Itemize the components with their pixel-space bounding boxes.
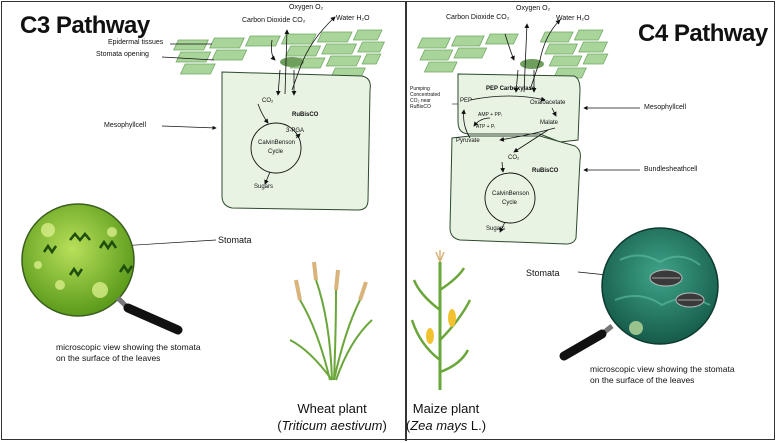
c4-oxygen-label: Oxygen O₂ (516, 5, 551, 12)
c3-water-label: Water H₂O (336, 15, 370, 22)
c4-microscope-graphic (559, 227, 719, 361)
wheat-plant-graphic (289, 261, 373, 381)
c3-caption: microscopic view showing the stomata on … (56, 342, 201, 364)
c4-caption-line2: on the surface of the leaves (590, 375, 695, 385)
c3-oxygen-label: Oxygen O₂ (289, 4, 324, 11)
c4-amp-label: AMP + PPᵢ (478, 112, 502, 118)
c3-stomata-label: Stomata (218, 235, 252, 245)
c3-stomata-opening-label: Stomata opening (96, 51, 149, 58)
c4-calvin-label: CalvinBenson (492, 191, 530, 197)
c3-rubisco-label: RuBisCO (292, 112, 319, 118)
wheat-plant-name: Wheat plant (297, 401, 367, 416)
c4-epidermis-tiles (417, 29, 609, 79)
c3-sugars-label: Sugars (254, 184, 274, 190)
c3-pga-label: 3-PGA (286, 128, 305, 134)
maize-plant-latin: (Zea mays L.) (405, 418, 487, 433)
c4-stomata-label: Stomata (526, 268, 560, 278)
c4-water-label: Water H₂O (556, 15, 590, 22)
c4-stoma-shape (520, 59, 544, 69)
c3-title: C3 Pathway (20, 12, 150, 39)
c3-caption-line2: on the surface of the leaves (56, 353, 161, 363)
c3-epidermis-tiles (173, 29, 386, 79)
c4-cycle-label: Cycle (502, 200, 518, 206)
c4-caption: microscopic view showing the stomata on … (590, 364, 735, 386)
c3-co2-label: CO₂ (262, 98, 274, 104)
c3-cycle-label: Cycle (268, 149, 284, 155)
c4-pep-carboxylase-label: PEP Carboxylase (486, 86, 536, 92)
c4-mesophyll-label: Mesophyllcell (644, 104, 687, 111)
c3-epidermal-label: Epidermal tissues (108, 39, 164, 46)
c4-pep-label: PEP (460, 98, 473, 104)
c4-mesophyll-cell (457, 73, 581, 143)
maize-plant-name: Maize plant (412, 401, 480, 416)
c4-pumping-label: Pumping Concentrated CO₂ near RuBisCO (410, 86, 441, 110)
c4-rubisco-label: RuBisCO (532, 168, 559, 174)
c3-mesophyll-cell (221, 71, 371, 211)
c4-pyruvate-label: Pyruvate (456, 138, 480, 144)
panel-divider (405, 1, 407, 441)
c3-caption-line1: microscopic view showing the stomata (56, 342, 201, 352)
c4-malate-label: Malate (540, 120, 559, 126)
c3-microscope-graphic (21, 203, 183, 335)
c4-co2-in-label: Carbon Dioxide CO₂ (446, 14, 510, 21)
c4-title: C4 Pathway (638, 20, 768, 47)
c3-calvin-label: CalvinBenson (258, 140, 296, 146)
c4-co2-label: CO₂ (508, 155, 520, 161)
wheat-plant-latin: (Triticum aestivum) (277, 418, 387, 433)
c4-caption-line1: microscopic view showing the stomata (590, 364, 735, 374)
c4-bundle-sheath-label: Bundlesheathcell (644, 166, 698, 173)
maize-plant-graphic (410, 250, 472, 390)
c3-co2-in-label: Carbon Dioxide CO₂ (242, 17, 306, 24)
c3-mesophyll-label: Mesophyllcell (104, 122, 147, 129)
c3-stoma-shape (280, 57, 304, 67)
c4-sugars-label: Sugars (486, 226, 506, 232)
c4-atp-label: ATP + Pᵢ (476, 124, 496, 130)
maize-plant-caption: Maize plant (Zea mays L.) (404, 400, 488, 434)
wheat-plant-caption: Wheat plant (Triticum aestivum) (272, 400, 392, 434)
c4-oxaloacetate-label: Oxaloacetate (530, 100, 566, 106)
c4-bundle-sheath-cell (449, 135, 581, 245)
